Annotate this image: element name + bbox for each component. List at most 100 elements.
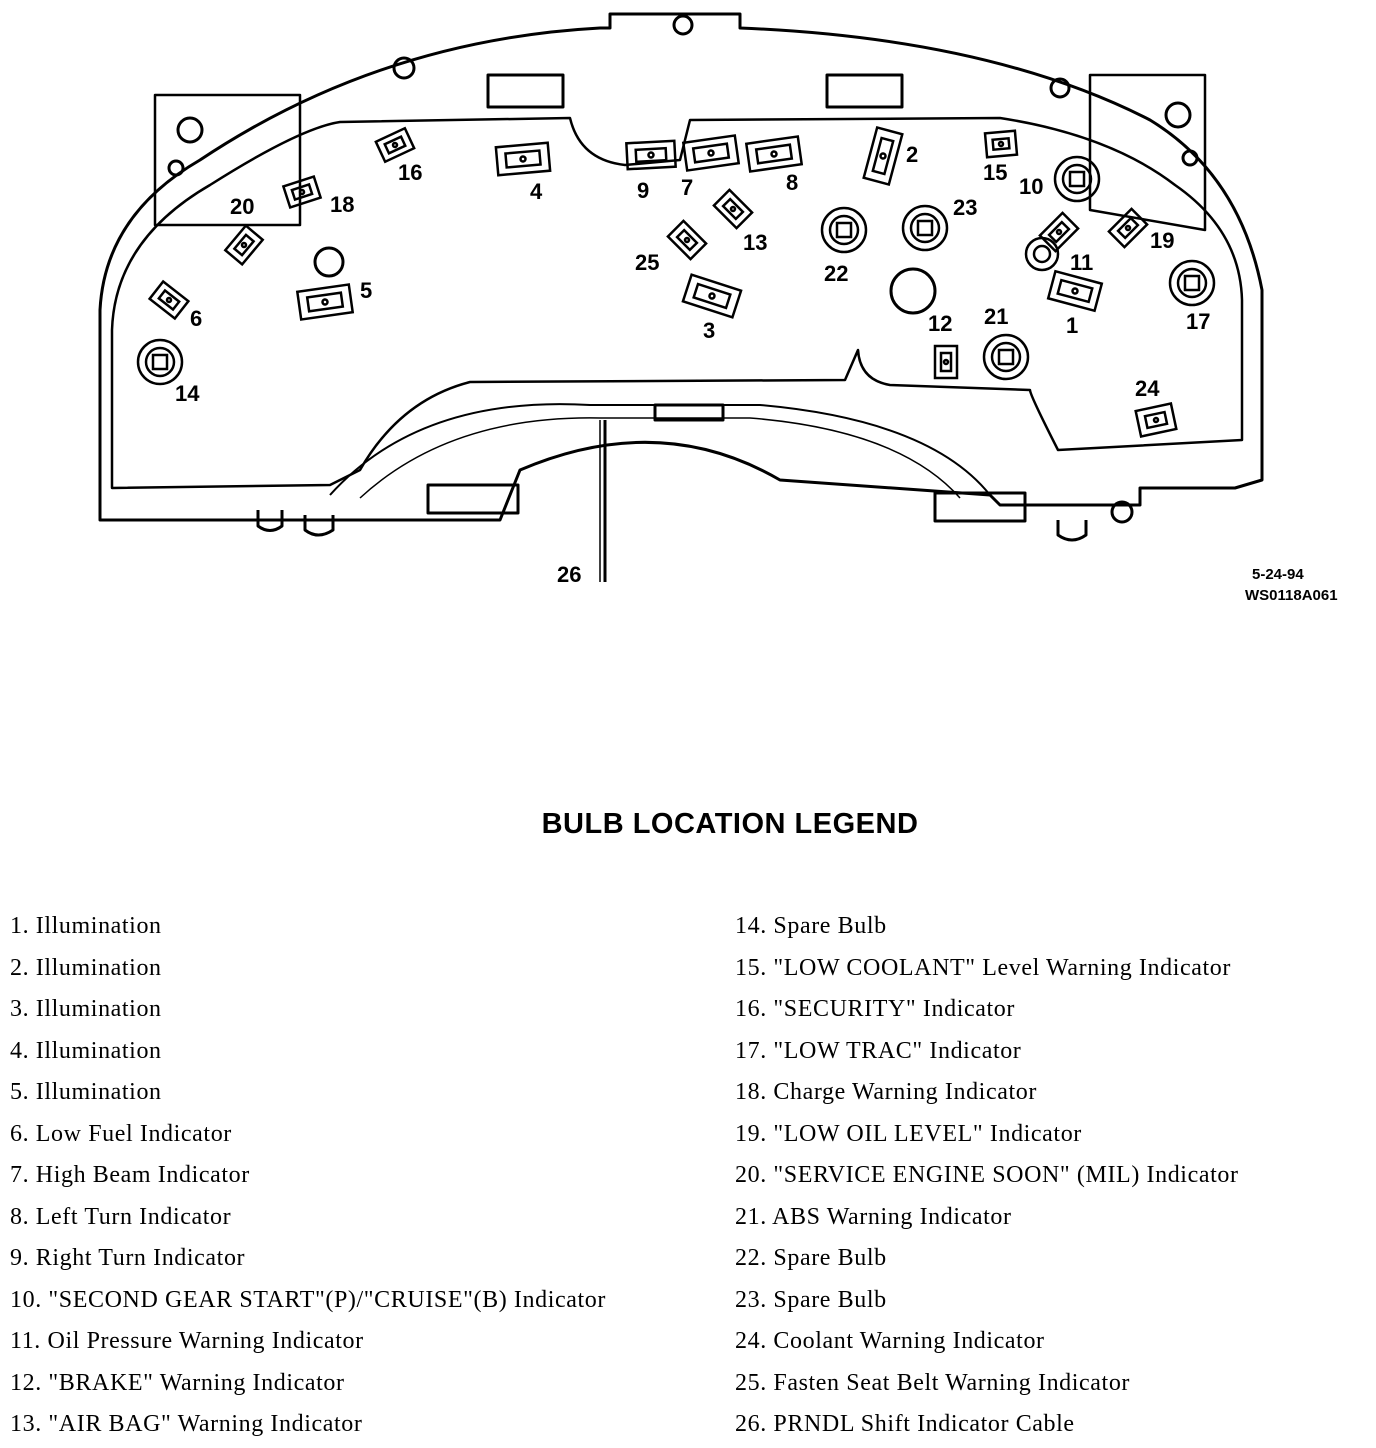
bulb-socket-6 — [147, 279, 191, 321]
callout-13: 13 — [743, 230, 767, 255]
bulb-socket-9 — [625, 139, 677, 171]
bulb-socket-12 — [933, 344, 959, 380]
legend-item: 3. Illumination — [10, 996, 162, 1022]
cluster-face-outline — [110, 116, 1244, 490]
bulb-socket-13 — [712, 188, 754, 230]
callout-25: 25 — [635, 250, 659, 275]
top-boss-right — [825, 73, 904, 109]
legend-item: 19. "LOW OIL LEVEL" Indicator — [735, 1120, 1082, 1147]
legend-item: 4. Illumination — [10, 1037, 162, 1064]
callout-19: 19 — [1150, 228, 1174, 253]
bulb-socket-8 — [744, 135, 804, 173]
figure-id: WS0118A061 — [1245, 587, 1338, 604]
round-socket-21 — [982, 333, 1030, 381]
legend-item: 20. "SERVICE ENGINE SOON" (MIL) Indicato… — [735, 1162, 1239, 1188]
bulb-socket-2 — [862, 125, 904, 187]
legend-item: 26. PRNDL Shift Indicator Cable — [735, 1411, 1075, 1437]
round-socket-23 — [901, 204, 949, 252]
foot-2 — [303, 515, 335, 537]
callout-15: 15 — [983, 160, 1007, 185]
round-socket-17 — [1168, 259, 1216, 307]
round-socket-22 — [820, 206, 868, 254]
callout-20: 20 — [230, 194, 254, 219]
legend-right-column: 14. Spare Bulb 15. "LOW COOLANT" Level W… — [735, 908, 1239, 1448]
callout-12: 12 — [928, 311, 952, 336]
foot-1 — [256, 510, 284, 532]
right-mounting-tab — [1088, 73, 1207, 232]
left-tab-hole-2 — [167, 159, 185, 177]
callout-4: 4 — [530, 179, 543, 204]
callout-26: 26 — [557, 562, 581, 587]
bulb-socket-1 — [1046, 269, 1104, 313]
round-socket-14 — [136, 338, 184, 386]
legend-left-column: 1. Illumination 2. Illumination 3. Illum… — [10, 908, 606, 1448]
bulb-socket-18 — [281, 175, 323, 209]
legend-item: 1. Illumination — [10, 913, 162, 939]
instrument-cluster-diagram: 1 2 3 4 5 6 7 8 9 10 11 12 13 14 15 16 1… — [98, 12, 1338, 604]
legend-item: 5. Illumination — [10, 1079, 162, 1105]
top-screw-left — [392, 56, 416, 80]
legend-item: 6. Low Fuel Indicator — [10, 1120, 232, 1147]
callout-7: 7 — [681, 175, 693, 200]
callout-21: 21 — [984, 304, 1008, 329]
legend-item: 23. Spare Bulb — [735, 1286, 887, 1313]
legend-item: 2. Illumination — [10, 954, 162, 981]
bulb-socket-3 — [681, 273, 743, 319]
callout-1: 1 — [1066, 313, 1078, 338]
callout-22: 22 — [824, 261, 848, 286]
top-screw-right — [1049, 77, 1071, 99]
callout-14: 14 — [175, 381, 200, 406]
top-boss-left — [486, 73, 565, 109]
legend-item: 25. Fasten Seat Belt Warning Indicator — [735, 1369, 1131, 1396]
callout-2: 2 — [906, 142, 918, 167]
legend-item: 10. "SECOND GEAR START"(P)/"CRUISE"(B) I… — [10, 1286, 606, 1313]
legend-item: 9. Right Turn Indicator — [10, 1245, 246, 1271]
legend-item: 22. Spare Bulb — [735, 1245, 887, 1271]
top-screw-center — [672, 14, 694, 36]
right-post — [1110, 500, 1134, 524]
callout-23: 23 — [953, 195, 977, 220]
legend-item: 14. Spare Bulb — [735, 913, 887, 939]
bulb-socket-25 — [666, 219, 708, 261]
connector-left — [426, 483, 520, 515]
left-tab-hole-1 — [176, 116, 204, 144]
legend-item: 21. ABS Warning Indicator — [735, 1203, 1012, 1230]
callout-8: 8 — [786, 170, 798, 195]
legend-title: BULB LOCATION LEGEND — [541, 808, 919, 840]
foot-3 — [1056, 520, 1088, 542]
legend-item: 12. "BRAKE" Warning Indicator — [10, 1369, 345, 1396]
wiring-channel-inner — [359, 417, 961, 499]
callout-6: 6 — [190, 306, 202, 331]
callout-11: 11 — [1070, 250, 1093, 275]
legend-item: 13. "AIR BAG" Warning Indicator — [10, 1411, 363, 1437]
callout-24: 24 — [1135, 376, 1160, 401]
callout-5: 5 — [360, 278, 372, 303]
legend-item: 16. "SECURITY" Indicator — [735, 996, 1015, 1022]
center-connector — [653, 403, 725, 422]
bulb-socket-4 — [494, 141, 552, 177]
legend-item: 8. Left Turn Indicator — [10, 1203, 232, 1230]
callout-16: 16 — [398, 160, 422, 185]
bulb-socket-5 — [295, 283, 355, 321]
bulb-socket-16 — [374, 126, 416, 164]
bulb-socket-19 — [1107, 207, 1149, 249]
callout-10: 10 — [1019, 174, 1043, 199]
opening-12 — [889, 267, 937, 315]
wiring-channel — [329, 403, 991, 496]
right-tab-hole-1 — [1164, 101, 1192, 129]
bulb-socket-11 — [1038, 211, 1080, 253]
round-socket-10 — [1053, 155, 1101, 203]
right-tab-hole-2 — [1181, 149, 1199, 167]
connector-right — [933, 491, 1027, 523]
opening-5 — [313, 246, 345, 278]
bulb-socket-7 — [681, 134, 741, 172]
figure-date: 5-24-94 — [1252, 566, 1304, 583]
left-mounting-tab — [153, 93, 302, 227]
legend-item: 15. "LOW COOLANT" Level Warning Indicato… — [735, 954, 1231, 981]
legend-item: 17. "LOW TRAC" Indicator — [735, 1037, 1022, 1064]
legend-item: 7. High Beam Indicator — [10, 1162, 250, 1188]
callout-18: 18 — [330, 192, 354, 217]
bulb-socket-20 — [223, 223, 265, 267]
cluster-housing-outline — [98, 12, 1264, 522]
callout-3: 3 — [703, 318, 715, 343]
